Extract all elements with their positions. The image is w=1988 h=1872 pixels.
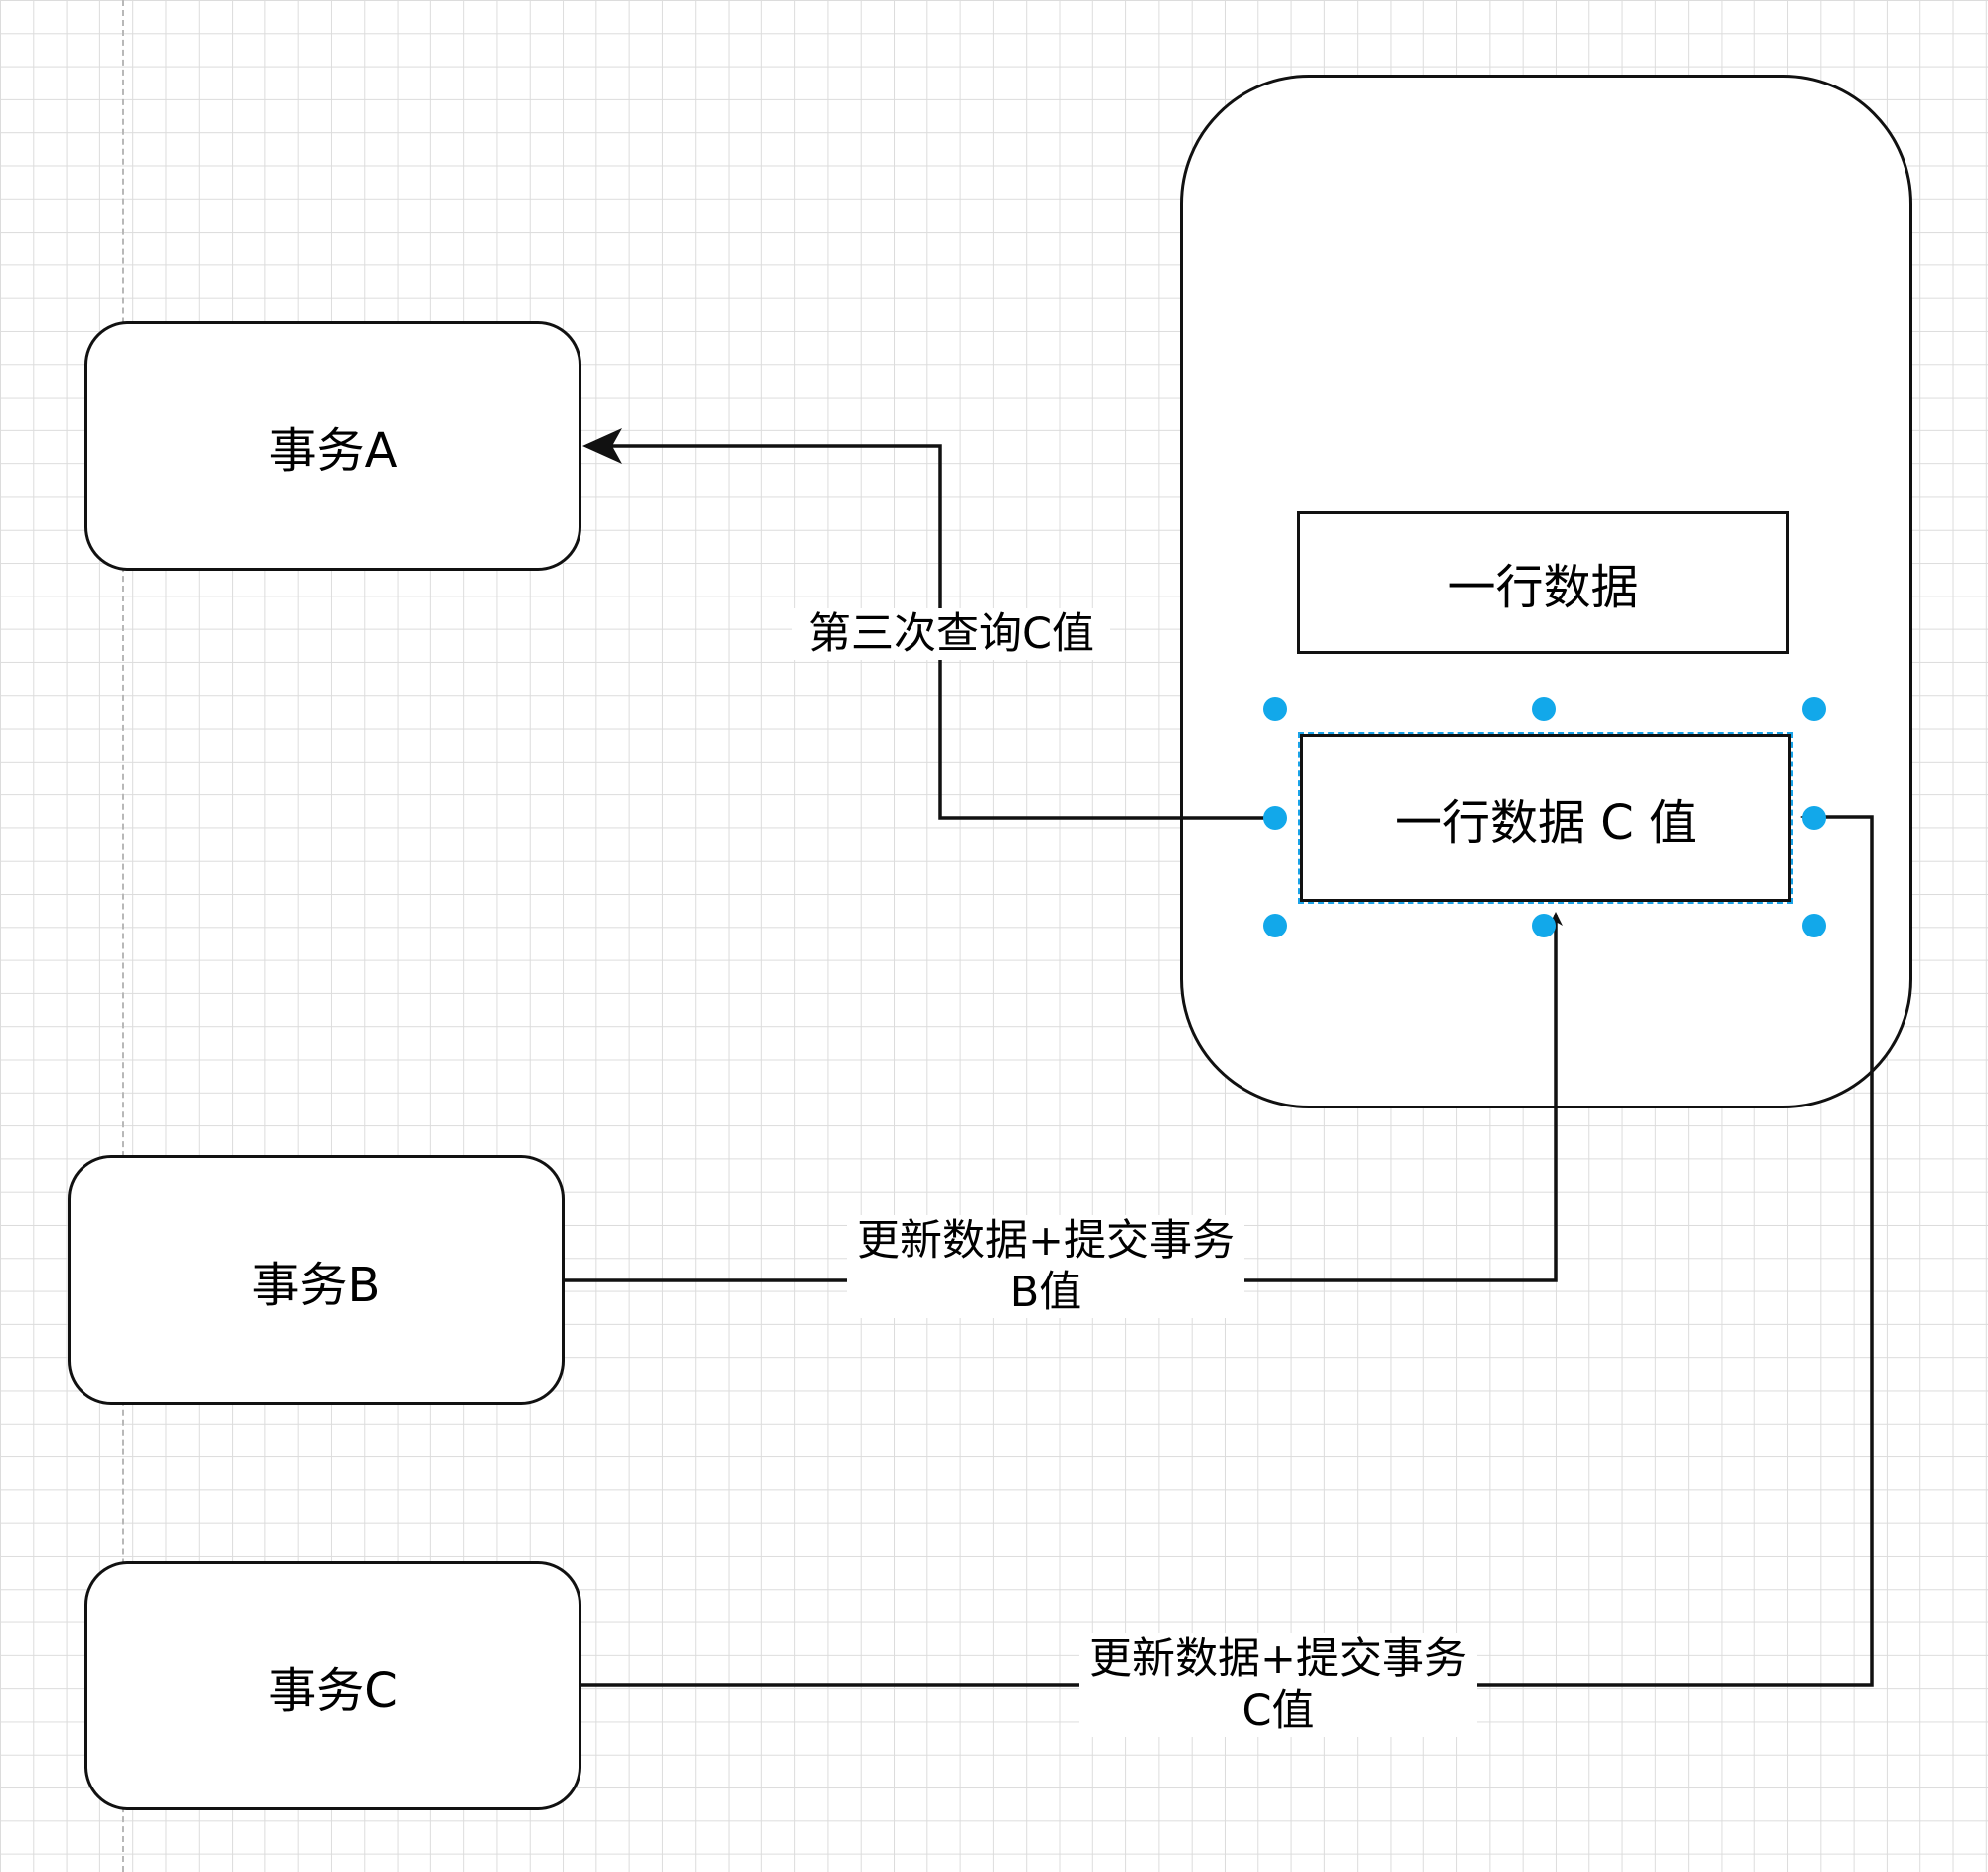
resize-handle-top-right[interactable] <box>1802 697 1826 721</box>
resize-handle-right[interactable] <box>1802 806 1826 830</box>
edge-label-update-b-line2: B值 <box>1009 1268 1082 1317</box>
row-data-label: 一行数据 <box>1447 560 1639 615</box>
edge-label-query-c-text: 第三次查询C值 <box>807 609 1095 659</box>
transaction-a-label: 事务A <box>268 423 398 479</box>
transaction-b-label: 事务B <box>251 1257 381 1313</box>
edge-label-update-b-line1: 更新数据+提交事务 <box>856 1216 1236 1266</box>
resize-handle-left[interactable] <box>1263 806 1287 830</box>
edge-label-update-c[interactable]: 更新数据+提交事务 C值 <box>1079 1633 1477 1737</box>
resize-handle-bottom-right[interactable] <box>1802 914 1826 937</box>
transaction-c-box[interactable]: 事务C <box>84 1561 581 1810</box>
transaction-b-box[interactable]: 事务B <box>68 1155 565 1405</box>
edge-label-update-b[interactable]: 更新数据+提交事务 B值 <box>847 1215 1244 1318</box>
page-boundary-line <box>122 0 124 1872</box>
transaction-c-label: 事务C <box>268 1662 398 1719</box>
edge-label-update-c-line2: C值 <box>1242 1686 1315 1736</box>
transaction-a-box[interactable]: 事务A <box>84 321 581 571</box>
resize-handle-bottom[interactable] <box>1532 914 1556 937</box>
resize-handle-top[interactable] <box>1532 697 1556 721</box>
row-data-box[interactable]: 一行数据 <box>1297 511 1789 654</box>
resize-handle-bottom-left[interactable] <box>1263 914 1287 937</box>
resize-handle-top-left[interactable] <box>1263 697 1287 721</box>
edge-label-query-c[interactable]: 第三次查询C值 <box>792 608 1110 660</box>
edge-label-update-c-line1: 更新数据+提交事务 <box>1088 1634 1468 1684</box>
row-data-c-label: 一行数据 C 值 <box>1394 794 1698 851</box>
row-data-c-box[interactable]: 一行数据 C 值 <box>1298 732 1793 904</box>
